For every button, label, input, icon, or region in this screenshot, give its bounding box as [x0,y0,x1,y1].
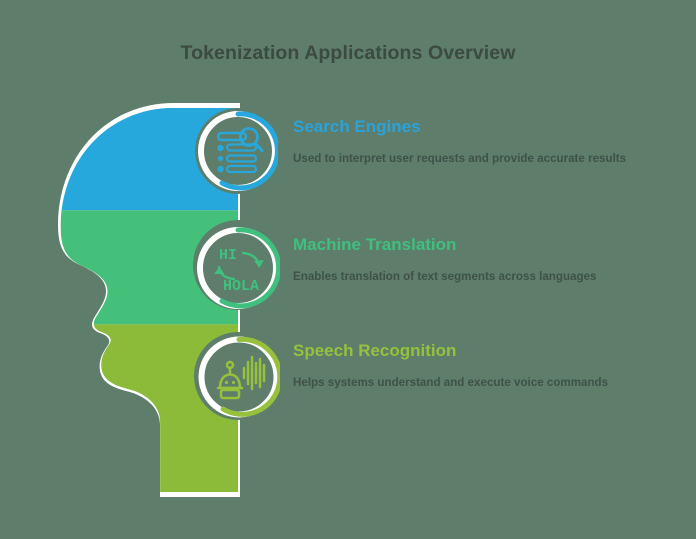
section-description: Used to interpret user requests and prov… [293,151,627,165]
section-search-engines: Search Engines Used to interpret user re… [293,117,663,168]
translate-source-label: HI [219,247,237,264]
section-title: Search Engines [293,117,421,136]
section-machine-translation: Machine Translation Enables translation … [293,235,663,286]
translate-target-label: HOLA [223,278,259,295]
section-title: Speech Recognition [293,341,457,360]
section-speech-recognition: Speech Recognition Helps systems underst… [293,341,663,392]
section-description: Helps systems understand and execute voi… [293,375,609,389]
robot-soundwave-icon[interactable] [198,336,280,418]
section-description: Enables translation of text segments acr… [293,269,597,283]
language-translate-icon[interactable]: HI HOLA [196,226,280,310]
search-list-icon[interactable] [198,111,278,191]
page-title: Tokenization Applications Overview [180,42,516,64]
section-title: Machine Translation [293,235,457,254]
